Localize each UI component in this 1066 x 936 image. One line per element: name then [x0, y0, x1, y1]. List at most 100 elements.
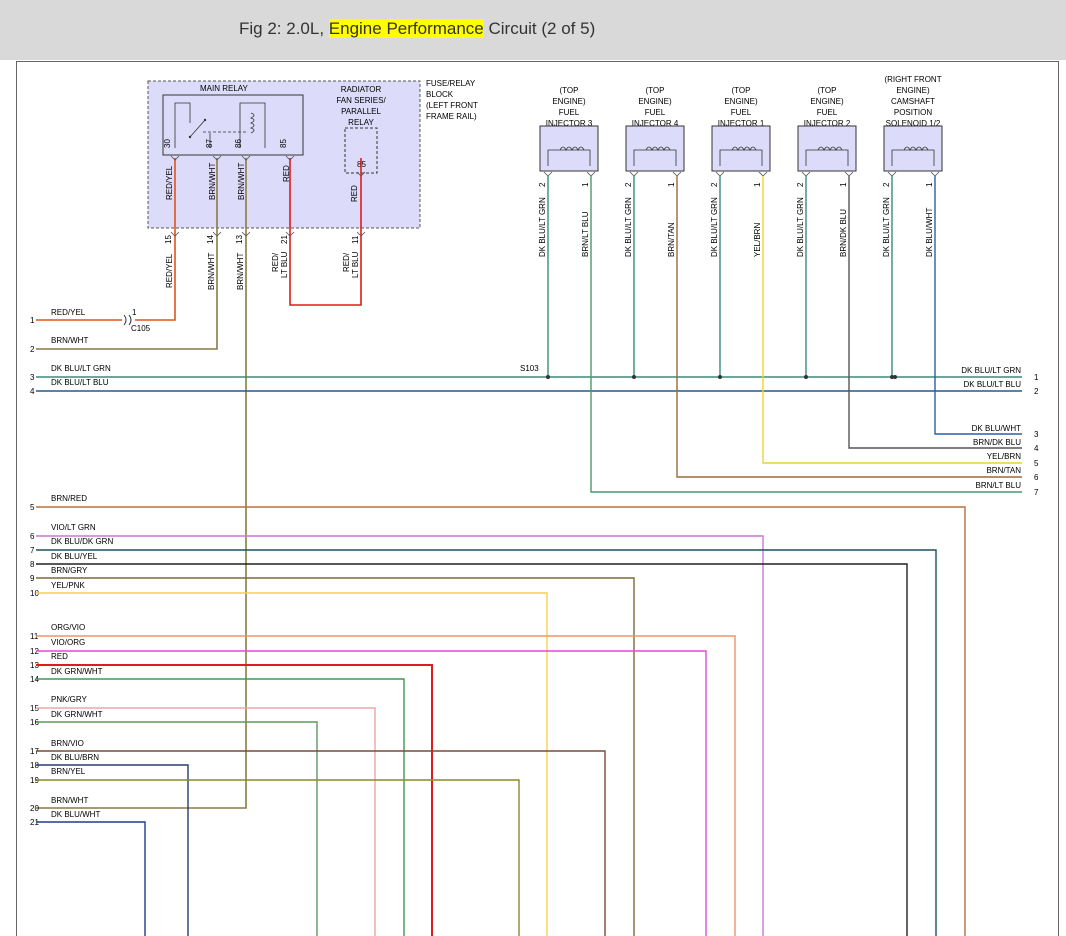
wire-path [590, 176, 1022, 493]
component-wire-label: BRN/TAN [667, 222, 676, 257]
wire-brn-wht-13 [36, 158, 247, 809]
block-pin-11: 11 [351, 235, 360, 244]
wire-label: DK BLU/YEL [51, 552, 98, 561]
component-label-line: CAMSHAFT [891, 97, 935, 106]
wire-label: DK BLU/WHT [972, 424, 1021, 433]
relay-pin-86: 86 [234, 139, 243, 148]
component-label-line: SOLENOID 1/2 [886, 119, 941, 128]
block-wire-label: LT BLU [351, 251, 360, 278]
wire-number: 1 [1034, 373, 1039, 382]
fan-relay-title-line: FAN SERIES/ [336, 96, 386, 105]
component-label-line: ENGINE) [896, 86, 930, 95]
relay-pin-terminals [170, 155, 366, 237]
title-bar: Fig 2: 2.0L, Engine Performance Circuit … [0, 0, 1066, 60]
splice-dot [893, 375, 897, 379]
component-pin: 2 [538, 182, 547, 187]
connector-c105: 1 C105 [123, 308, 151, 333]
relay-pin-30: 30 [163, 139, 172, 148]
splice-dot [718, 375, 722, 379]
component-coil [731, 146, 757, 151]
main-relay-wire-labels: RED/YEL BRN/WHT BRN/WHT RED [165, 163, 291, 200]
wire-path [36, 764, 189, 936]
title-prefix: Fig 2: 2.0L, [239, 19, 329, 38]
component-pin: 2 [624, 182, 633, 187]
fuse-block-title-line: FUSE/RELAY [426, 79, 476, 88]
component-box [883, 125, 943, 172]
wire-path [934, 176, 1022, 435]
right-wire-4: 4 BRN/DK BLU [848, 176, 1039, 453]
wire-label: PNK/GRY [51, 695, 88, 704]
wire-label: YEL/PNK [51, 581, 85, 590]
splice-dot [546, 375, 550, 379]
wire-brn-wht-14 [36, 158, 218, 350]
right-wire-3: 3DK BLU/WHT [934, 176, 1039, 439]
wire-number: 7 [30, 546, 35, 555]
component-coil [903, 146, 929, 151]
component-pin: 1 [753, 182, 762, 187]
fuse-block-title: FUSE/RELAY BLOCK (LEFT FRONT FRAME RAIL) [426, 79, 478, 121]
component-pin-terminal [672, 171, 682, 177]
component-pin: 2 [796, 182, 805, 187]
component-pin-terminal [930, 171, 940, 177]
wire-label: RED/YEL [51, 308, 86, 317]
relay-wire-label: BRN/WHT [208, 163, 217, 200]
component-coil [559, 146, 585, 151]
left-wire-4: 4DK BLU/LT BLU [30, 378, 1022, 396]
block-pin-14: 14 [206, 235, 215, 244]
wire-number: 4 [1034, 444, 1039, 453]
right-wire-1: 1DK BLU/LT GRN [961, 366, 1039, 382]
wire-label: DK BLU/DK GRN [51, 537, 113, 546]
component-internal [633, 149, 677, 166]
wire-path [36, 535, 764, 936]
component-wire-label: DK BLU/LT GRN [882, 197, 891, 257]
wire-number: 14 [30, 675, 39, 684]
wire-label: BRN/DK BLU [973, 438, 1021, 447]
block-wire-label: RED/YEL [165, 253, 174, 288]
fuse-block-title-line: (LEFT FRONT [426, 101, 478, 110]
component-internal [719, 149, 763, 166]
wire-label: BRN/LT BLU [976, 481, 1022, 490]
component-wire-label: BRN/DK BLU [839, 209, 848, 257]
wire-number: 4 [30, 387, 35, 396]
wire-label: RED [51, 652, 68, 661]
fuse-block-bottom-labels: RED/YEL BRN/WHT BRN/WHT RED/ LT BLU RED/… [165, 251, 360, 290]
component-internal [805, 149, 849, 166]
wire-label: DK GRN/WHT [51, 667, 103, 676]
block-wire-label: LT BLU [280, 251, 289, 278]
component-label-line: ENGINE) [638, 97, 672, 106]
relay-wires [36, 158, 362, 809]
component-wire-label: DK BLU/LT GRN [710, 197, 719, 257]
wire-number: 6 [30, 532, 35, 541]
wire-red-yel-relay [135, 158, 176, 321]
wire-path [36, 592, 548, 936]
wire-number: 7 [1034, 488, 1039, 497]
wire-number: 11 [30, 632, 39, 641]
right-wire-7: 7 BRN/LT BLU [590, 176, 1039, 497]
page-title: Fig 2: 2.0L, Engine Performance Circuit … [239, 19, 595, 39]
component-coil [645, 146, 671, 151]
component-label-line: INJECTOR 1 [718, 119, 765, 128]
wire-path [36, 635, 736, 936]
main-relay-internals [174, 102, 266, 148]
block-wire-label: RED/ [342, 252, 351, 272]
wire-label: VIO/LT GRN [51, 523, 96, 532]
left-wire-14: 14 DK GRN/WHT [30, 667, 405, 936]
s103-label: S103 [520, 364, 539, 373]
component-pin: 2 [710, 182, 719, 187]
component-box [711, 125, 771, 172]
main-relay-box [162, 94, 304, 156]
component-pin-terminal [629, 171, 639, 177]
component-pin-terminal [758, 171, 768, 177]
